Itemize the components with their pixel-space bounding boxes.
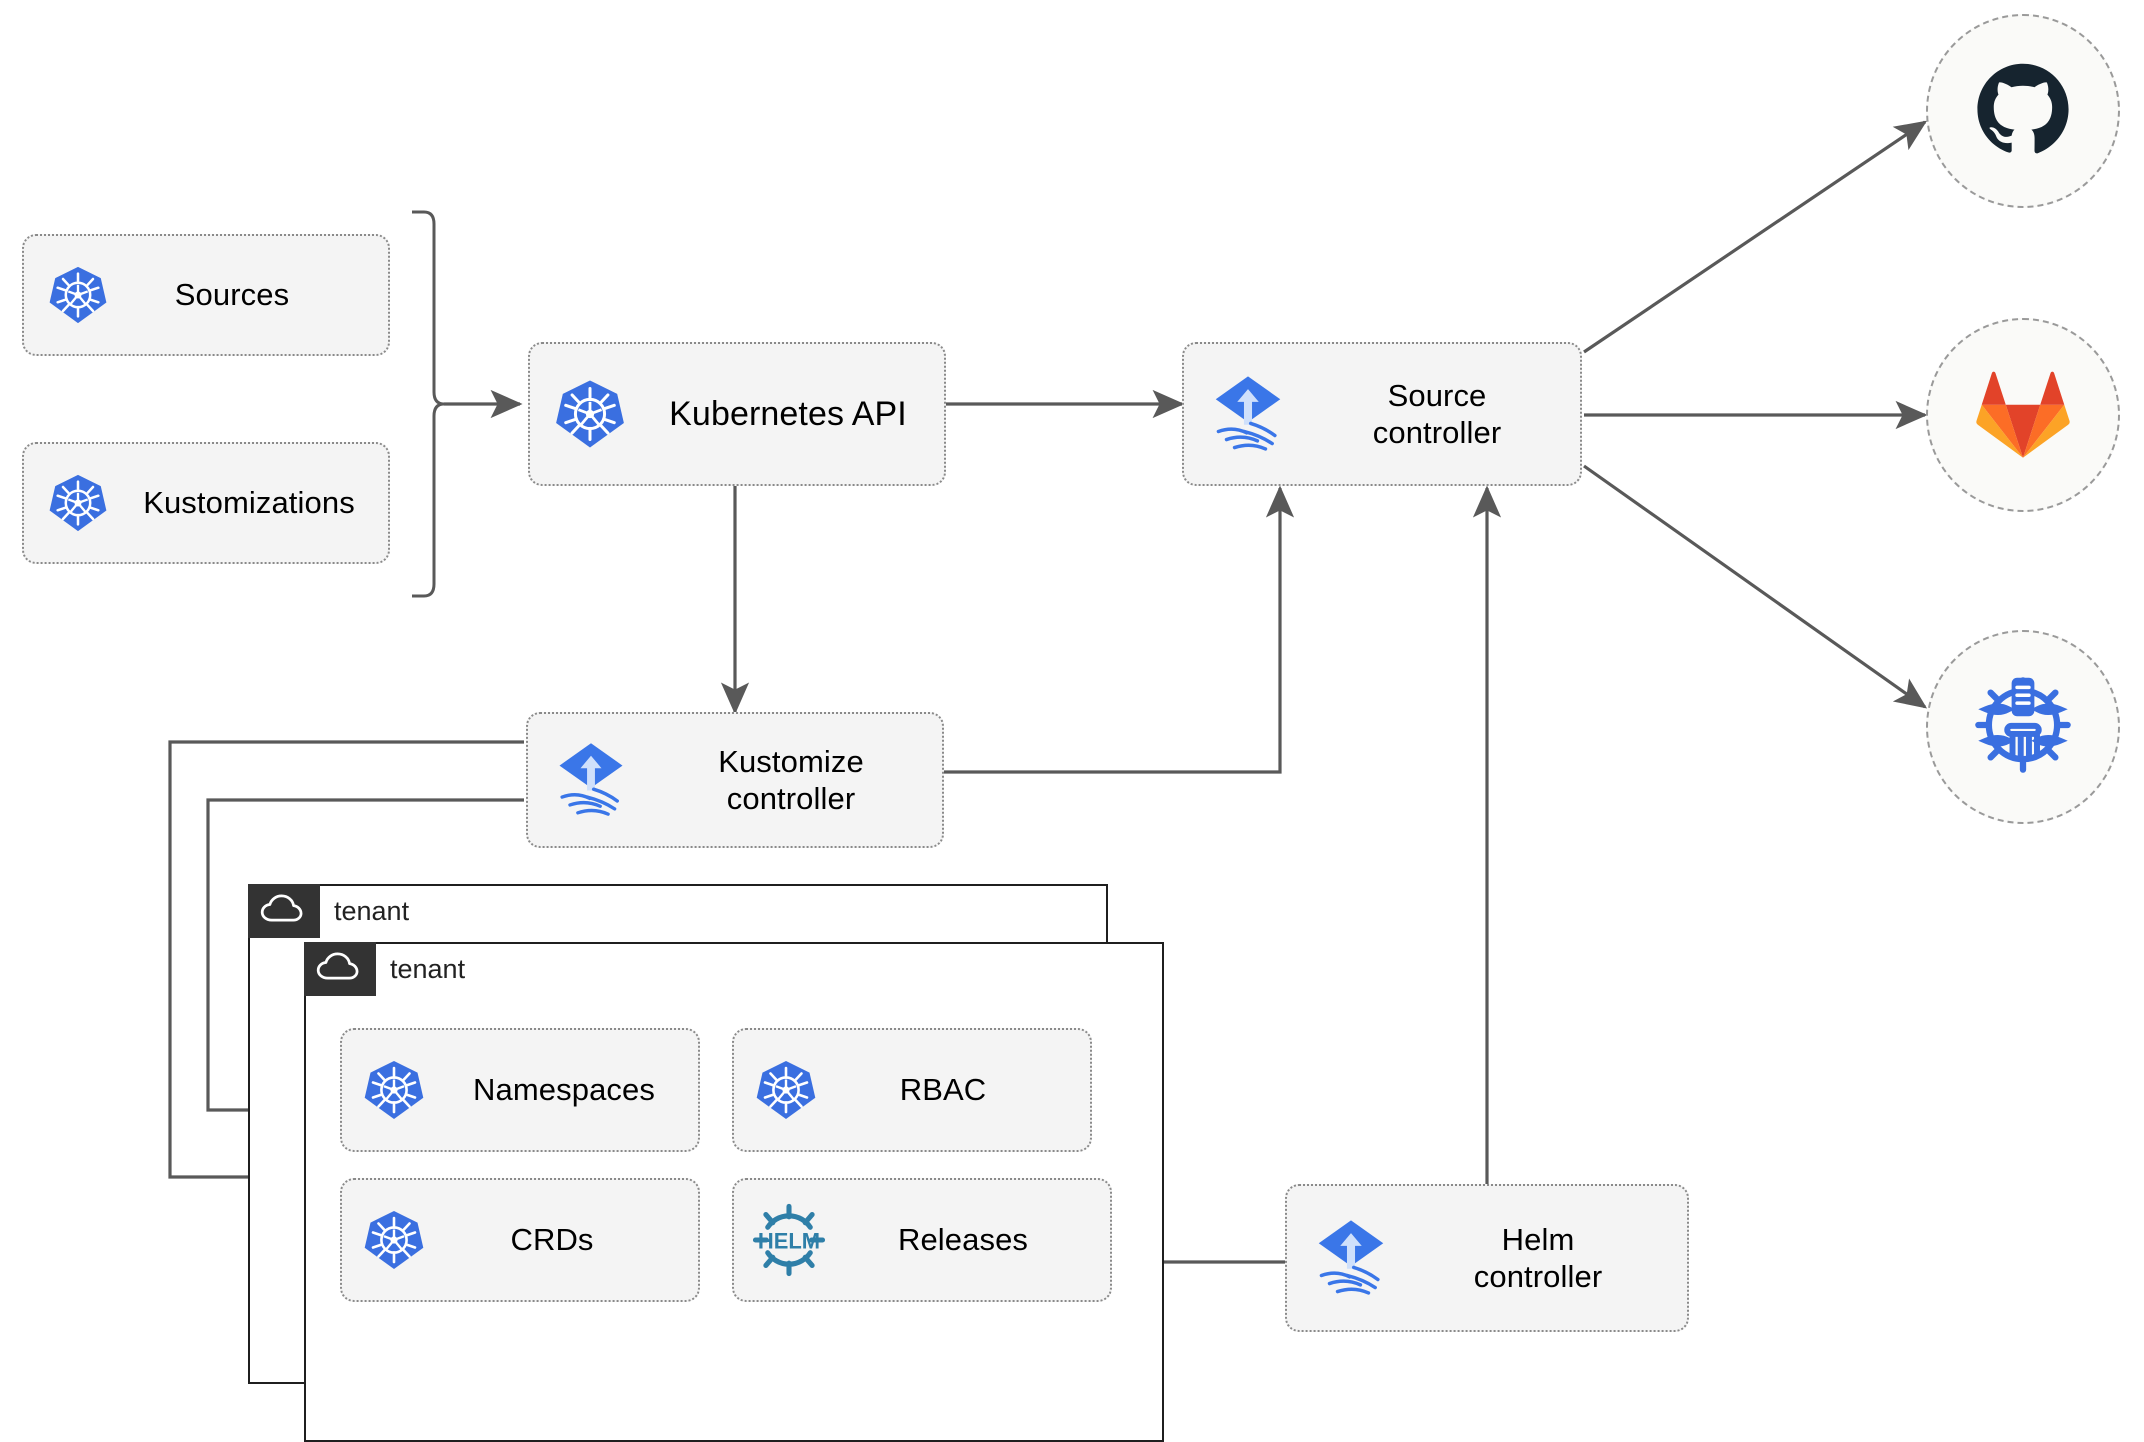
tenant-resource-namespaces[interactable]: Namespaces	[340, 1028, 700, 1152]
source-controller-node[interactable]: Source controller	[1182, 342, 1582, 486]
resource-kustomizations[interactable]: Kustomizations	[22, 442, 390, 564]
flux-icon	[1287, 1215, 1415, 1301]
source-controller-line2: controller	[1372, 415, 1502, 450]
resource-sources-label: Sources	[174, 277, 290, 313]
helm-controller-node[interactable]: Helm controller	[1285, 1184, 1689, 1332]
tenant-resource-crds[interactable]: CRDs	[340, 1178, 700, 1302]
source-controller-label: Source controller	[1312, 377, 1580, 451]
wire-kustomize-to-source-controller	[944, 485, 1295, 774]
repository-github[interactable]	[1926, 14, 2120, 208]
kubernetes-api-node[interactable]: Kubernetes API	[528, 342, 946, 486]
tenant-inner-label: tenant	[390, 953, 466, 984]
cloud-icon	[260, 893, 304, 928]
kubernetes-icon	[24, 472, 132, 534]
tenant-resource-releases[interactable]: HELM Releases	[732, 1178, 1112, 1302]
helm-repository-icon	[1967, 669, 2079, 786]
kustomize-controller-label: Kustomize controller	[654, 743, 942, 817]
resources-bracket	[412, 210, 445, 598]
kustomize-controller-line2: controller	[726, 781, 856, 816]
repository-gitlab[interactable]	[1926, 318, 2120, 512]
diagram-canvas: tenant tenant	[22, 14, 2120, 1442]
kubernetes-icon	[342, 1058, 446, 1122]
gitlab-icon	[1971, 363, 2075, 468]
tenant-resource-rbac-label: RBAC	[899, 1072, 987, 1108]
github-icon	[1969, 55, 2077, 168]
repository-helm-charts[interactable]	[1926, 630, 2120, 824]
tenant-resource-crds-label: CRDs	[510, 1222, 594, 1258]
flux-icon	[528, 738, 654, 822]
resource-sources[interactable]: Sources	[22, 234, 390, 356]
svg-text:HELM: HELM	[758, 1229, 820, 1254]
kubernetes-icon	[342, 1208, 446, 1272]
kubernetes-icon	[530, 377, 650, 451]
source-controller-line1: Source	[1387, 377, 1487, 413]
helm-controller-label: Helm controller	[1415, 1221, 1687, 1295]
tenant-outer-label: tenant	[334, 895, 410, 926]
flux-icon	[1184, 371, 1312, 457]
helm-controller-line2: controller	[1473, 1259, 1603, 1294]
kubernetes-api-label: Kubernetes API	[669, 394, 907, 433]
tenant-outer-tab	[247, 883, 320, 938]
cloud-icon	[316, 951, 360, 986]
tenant-inner-tab	[303, 941, 376, 996]
kubernetes-icon	[734, 1058, 838, 1122]
helm-icon: HELM	[734, 1203, 844, 1277]
tenant-resource-namespaces-label: Namespaces	[473, 1072, 655, 1108]
tenant-resource-releases-label: Releases	[897, 1222, 1029, 1258]
resource-kustomizations-label: Kustomizations	[143, 485, 355, 521]
kustomize-controller-node[interactable]: Kustomize controller	[526, 712, 944, 848]
kustomize-controller-line1: Kustomize	[718, 743, 864, 779]
helm-controller-line1: Helm	[1501, 1221, 1575, 1257]
wire-source-to-github	[1583, 120, 1928, 354]
tenant-resource-rbac[interactable]: RBAC	[732, 1028, 1092, 1152]
kubernetes-icon	[24, 264, 132, 326]
wire-source-to-helm-repository	[1583, 464, 1928, 709]
